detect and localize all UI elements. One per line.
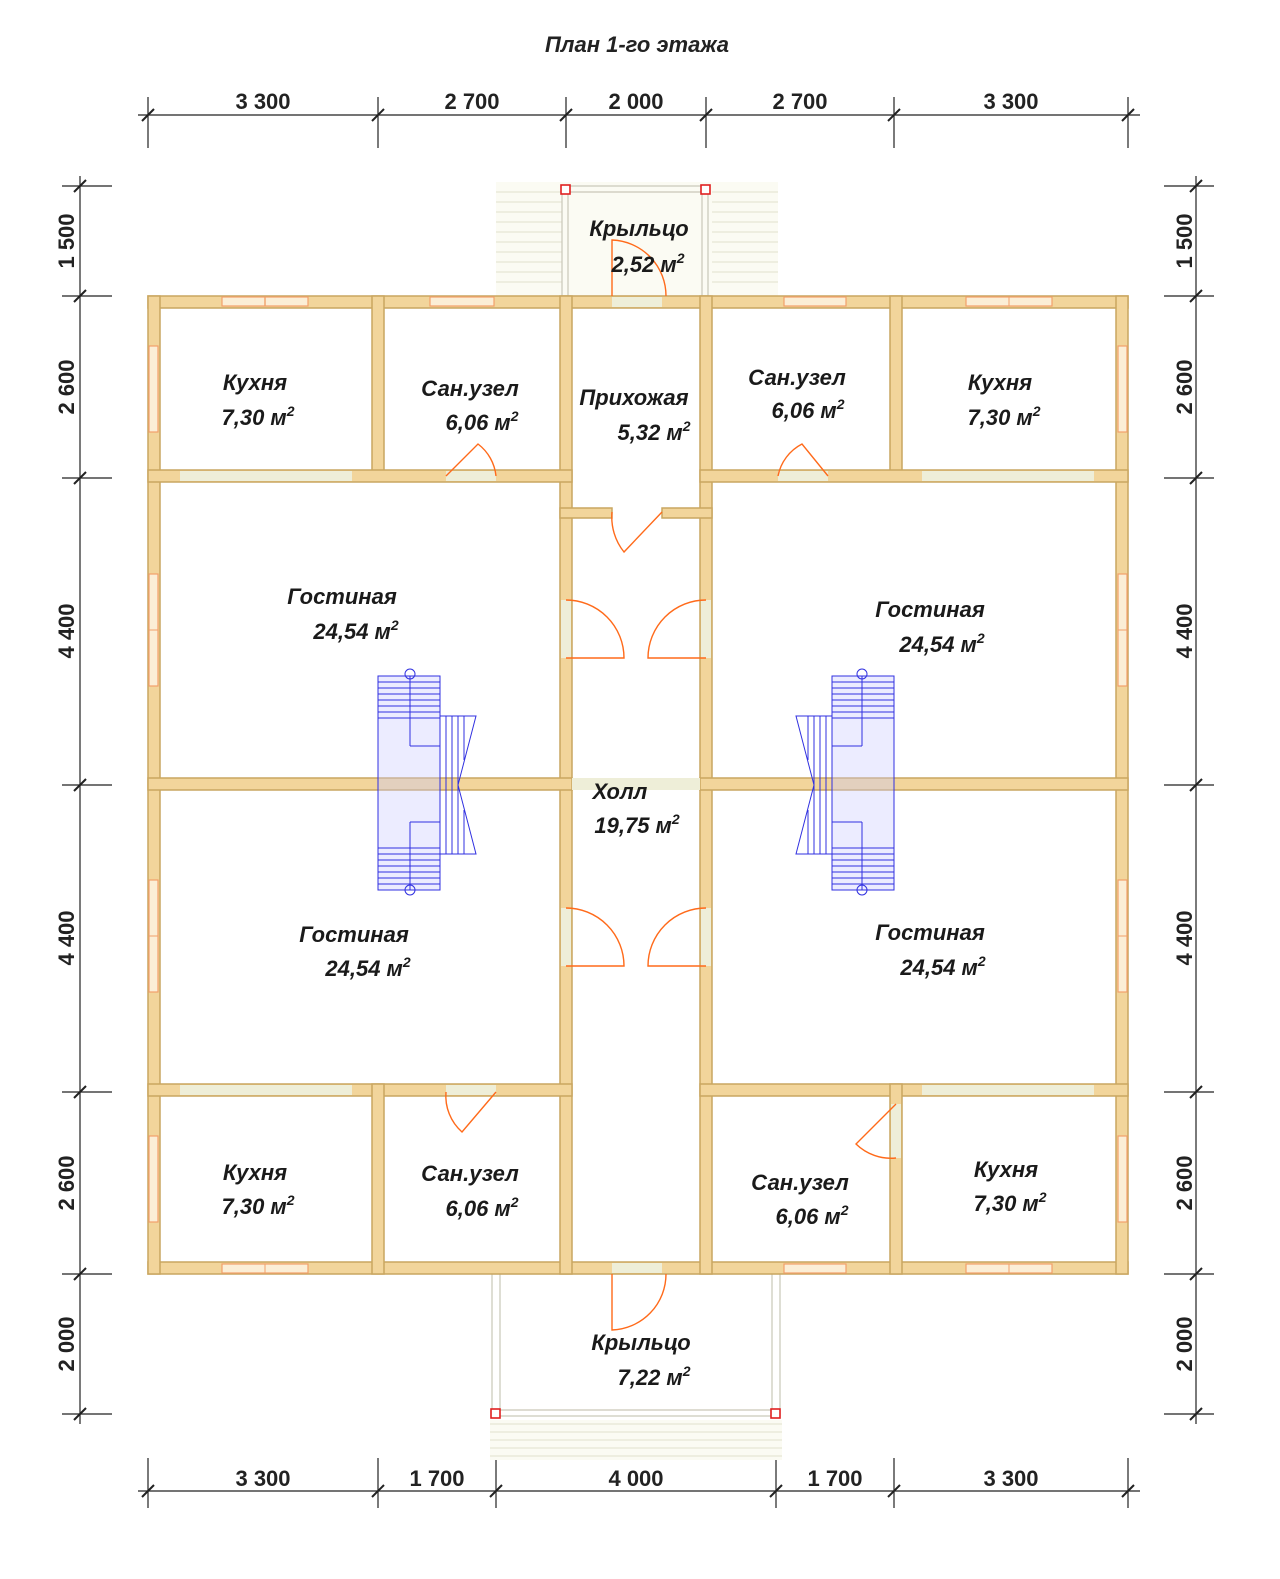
room-area-wc-bl: 6,06 м2 bbox=[445, 1194, 518, 1221]
room-area-kitchen-tl: 7,30 м2 bbox=[221, 403, 294, 430]
room-area-porch-bottom: 7,22 м2 bbox=[617, 1363, 690, 1390]
dim-right-6: 2 000 bbox=[1172, 1316, 1197, 1371]
dim-top-4: 2 700 bbox=[772, 89, 827, 114]
room-name-wc-tl: Сан.узел bbox=[421, 376, 519, 401]
dim-right-1: 1 500 bbox=[1172, 213, 1197, 268]
dim-left-4: 4 400 bbox=[54, 910, 79, 965]
room-name-living-tr: Гостиная bbox=[875, 597, 985, 622]
stairs-left bbox=[377, 668, 477, 896]
dim-bottom-5: 3 300 bbox=[983, 1466, 1038, 1491]
dim-right-5: 2 600 bbox=[1172, 1155, 1197, 1210]
openings bbox=[180, 297, 1094, 1273]
dim-left-1: 1 500 bbox=[54, 213, 79, 268]
dimension-lines bbox=[62, 97, 1214, 1508]
room-name-wc-br: Сан.узел bbox=[751, 1170, 849, 1195]
room-area-kitchen-bl: 7,30 м2 bbox=[221, 1192, 294, 1219]
room-name-kitchen-tl: Кухня bbox=[223, 370, 287, 395]
dim-right-2: 2 600 bbox=[1172, 359, 1197, 414]
room-area-hall: 19,75 м2 bbox=[594, 811, 679, 838]
windows bbox=[148, 296, 1128, 1274]
room-name-living-bl: Гостиная bbox=[299, 922, 409, 947]
room-name-living-tl: Гостиная bbox=[287, 584, 397, 609]
dim-bottom-3: 4 000 bbox=[608, 1466, 663, 1491]
doors bbox=[445, 239, 897, 1331]
room-area-living-tr: 24,54 м2 bbox=[898, 630, 984, 657]
room-name-wc-tr: Сан.узел bbox=[748, 365, 846, 390]
room-name-porch-bottom: Крыльцо bbox=[591, 1330, 690, 1355]
room-name-kitchen-tr: Кухня bbox=[968, 370, 1032, 395]
dim-right-4: 4 400 bbox=[1172, 910, 1197, 965]
room-area-hallway: 5,32 м2 bbox=[617, 418, 690, 445]
room-area-living-br: 24,54 м2 bbox=[899, 953, 985, 980]
room-name-hallway: Прихожая bbox=[579, 385, 688, 410]
room-area-wc-tl: 6,06 м2 bbox=[445, 408, 518, 435]
room-name-kitchen-br: Кухня bbox=[974, 1157, 1038, 1182]
room-area-kitchen-tr: 7,30 м2 bbox=[967, 403, 1040, 430]
dim-left-6: 2 000 bbox=[54, 1316, 79, 1371]
room-area-living-bl: 24,54 м2 bbox=[324, 954, 410, 981]
room-area-wc-br: 6,06 м2 bbox=[775, 1202, 848, 1229]
dim-top-1: 3 300 bbox=[235, 89, 290, 114]
dim-bottom-1: 3 300 bbox=[235, 1466, 290, 1491]
room-name-living-br: Гостиная bbox=[875, 920, 985, 945]
dim-top-3: 2 000 bbox=[608, 89, 663, 114]
room-labels: Крыльцо 2,52 м2 Кухня 7,30 м2 Сан.узел 6… bbox=[221, 216, 1046, 1390]
room-area-wc-tr: 6,06 м2 bbox=[771, 396, 844, 423]
room-name-hall: Холл bbox=[591, 779, 648, 804]
dim-bottom-4: 1 700 bbox=[807, 1466, 862, 1491]
stairs-right bbox=[795, 668, 895, 896]
dim-top-2: 2 700 bbox=[444, 89, 499, 114]
room-name-kitchen-bl: Кухня bbox=[223, 1160, 287, 1185]
plan-title: План 1-го этажа bbox=[545, 32, 729, 57]
dim-left-3: 4 400 bbox=[54, 603, 79, 658]
dim-top-5: 3 300 bbox=[983, 89, 1038, 114]
room-name-wc-bl: Сан.узел bbox=[421, 1161, 519, 1186]
room-area-living-tl: 24,54 м2 bbox=[312, 617, 398, 644]
dim-left-2: 2 600 bbox=[54, 359, 79, 414]
dimension-labels: 3 300 2 700 2 000 2 700 3 300 3 300 1 70… bbox=[54, 89, 1197, 1491]
dim-left-5: 2 600 bbox=[54, 1155, 79, 1210]
top-porch bbox=[496, 182, 778, 297]
room-area-kitchen-br: 7,30 м2 bbox=[973, 1189, 1046, 1216]
dim-right-3: 4 400 bbox=[1172, 603, 1197, 658]
dim-bottom-2: 1 700 bbox=[409, 1466, 464, 1491]
room-name-porch-top: Крыльцо bbox=[589, 216, 688, 241]
room-area-porch-top: 2,52 м2 bbox=[610, 250, 684, 277]
